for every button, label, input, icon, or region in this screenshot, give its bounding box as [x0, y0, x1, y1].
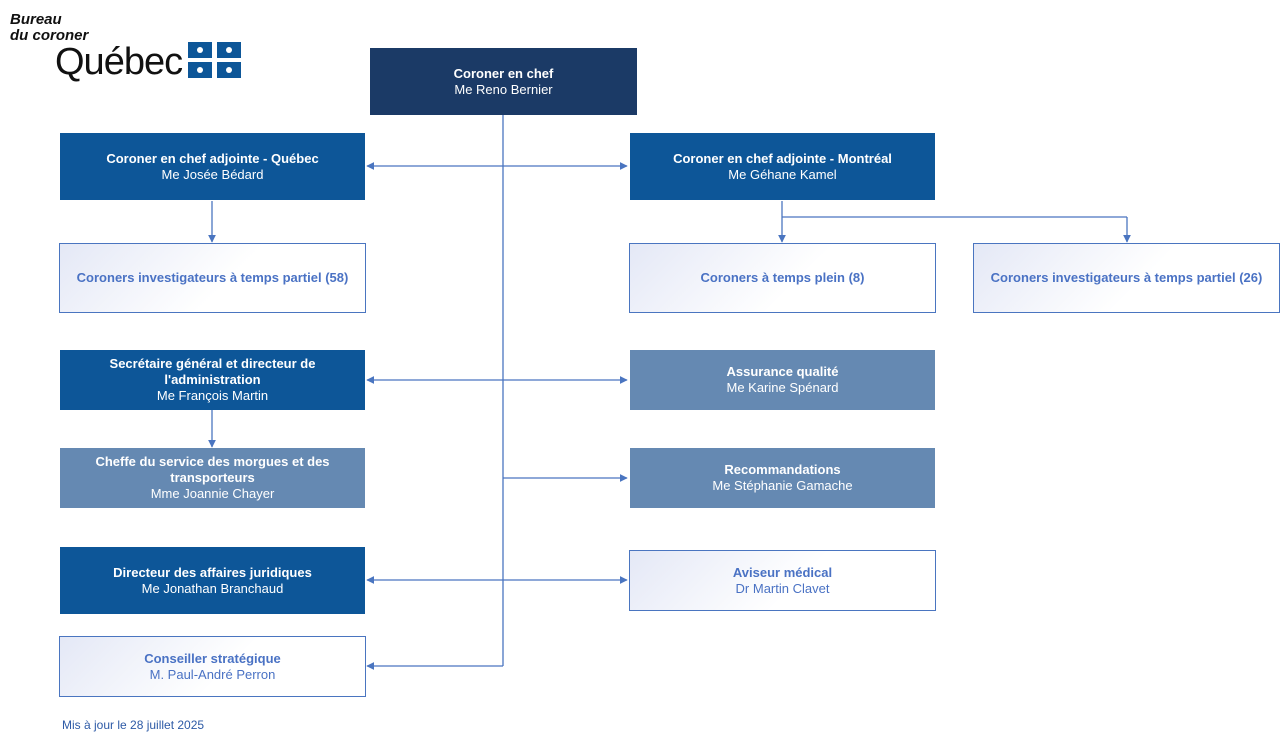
updated-date: Mis à jour le 28 juillet 2025: [62, 718, 205, 732]
investigators-quebec-box: Coroners investigateurs à temps partiel …: [59, 243, 366, 313]
legal-name: Me Jonathan Branchaud: [141, 580, 284, 596]
strategic-title: Conseiller stratégique: [144, 650, 281, 666]
deputy-quebec-box: Coroner en chef adjointe - Québec Me Jos…: [60, 133, 365, 200]
logo-line-1: Bureau: [10, 11, 62, 28]
deputy-montreal-name: Me Géhane Kamel: [728, 166, 837, 182]
chief-name: Me Reno Bernier: [454, 81, 553, 97]
chief-title: Coroner en chef: [453, 65, 554, 81]
deputy-quebec-title: Coroner en chef adjointe - Québec: [106, 150, 319, 166]
chief-coroner-box: Coroner en chef Me Reno Bernier: [370, 48, 637, 115]
strategic-box: Conseiller stratégique M. Paul-André Per…: [59, 636, 366, 697]
investigators-montreal-box: Coroners investigateurs à temps partiel …: [973, 243, 1280, 313]
fleurdelise-flag-icon: [188, 42, 241, 78]
recommendations-title: Recommandations: [724, 462, 841, 477]
logo-wordmark: Québec: [55, 41, 183, 83]
morgues-box: Cheffe du service des morgues et des tra…: [60, 448, 365, 508]
strategic-name: M. Paul-André Perron: [149, 666, 276, 682]
medical-box: Aviseur médical Dr Martin Clavet: [629, 550, 936, 611]
quality-title: Assurance qualité: [726, 364, 839, 379]
fulltime-montreal-box: Coroners à temps plein (8): [629, 243, 936, 313]
recommendations-name: Me Stéphanie Gamache: [712, 478, 853, 493]
legal-title: Directeur des affaires juridiques: [113, 564, 312, 580]
deputy-montreal-title: Coroner en chef adjointe - Montréal: [673, 150, 892, 166]
recommendations-box: Recommandations Me Stéphanie Gamache: [630, 448, 935, 508]
quality-box: Assurance qualité Me Karine Spénard: [630, 350, 935, 410]
secretary-title: Secrétaire général et directeur de l'adm…: [109, 356, 316, 387]
medical-title: Aviseur médical: [732, 564, 833, 580]
secretary-name: Me François Martin: [156, 388, 269, 403]
logo-line-2: du coroner: [10, 27, 89, 44]
secretary-box: Secrétaire général et directeur de l'adm…: [60, 350, 365, 410]
medical-name: Dr Martin Clavet: [735, 580, 830, 596]
investigators-quebec-title: Coroners investigateurs à temps partiel …: [76, 270, 349, 285]
morgues-title: Cheffe du service des morgues et des tra…: [95, 454, 330, 485]
quality-name: Me Karine Spénard: [726, 380, 839, 395]
legal-box: Directeur des affaires juridiques Me Jon…: [60, 547, 365, 614]
investigators-montreal-title: Coroners investigateurs à temps partiel …: [990, 270, 1263, 285]
morgues-name: Mme Joannie Chayer: [150, 486, 275, 501]
deputy-quebec-name: Me Josée Bédard: [161, 166, 264, 182]
bureau-coroner-logo: Bureau du coroner Québec: [10, 12, 250, 92]
fulltime-montreal-title: Coroners à temps plein (8): [700, 270, 865, 285]
deputy-montreal-box: Coroner en chef adjointe - Montréal Me G…: [630, 133, 935, 200]
